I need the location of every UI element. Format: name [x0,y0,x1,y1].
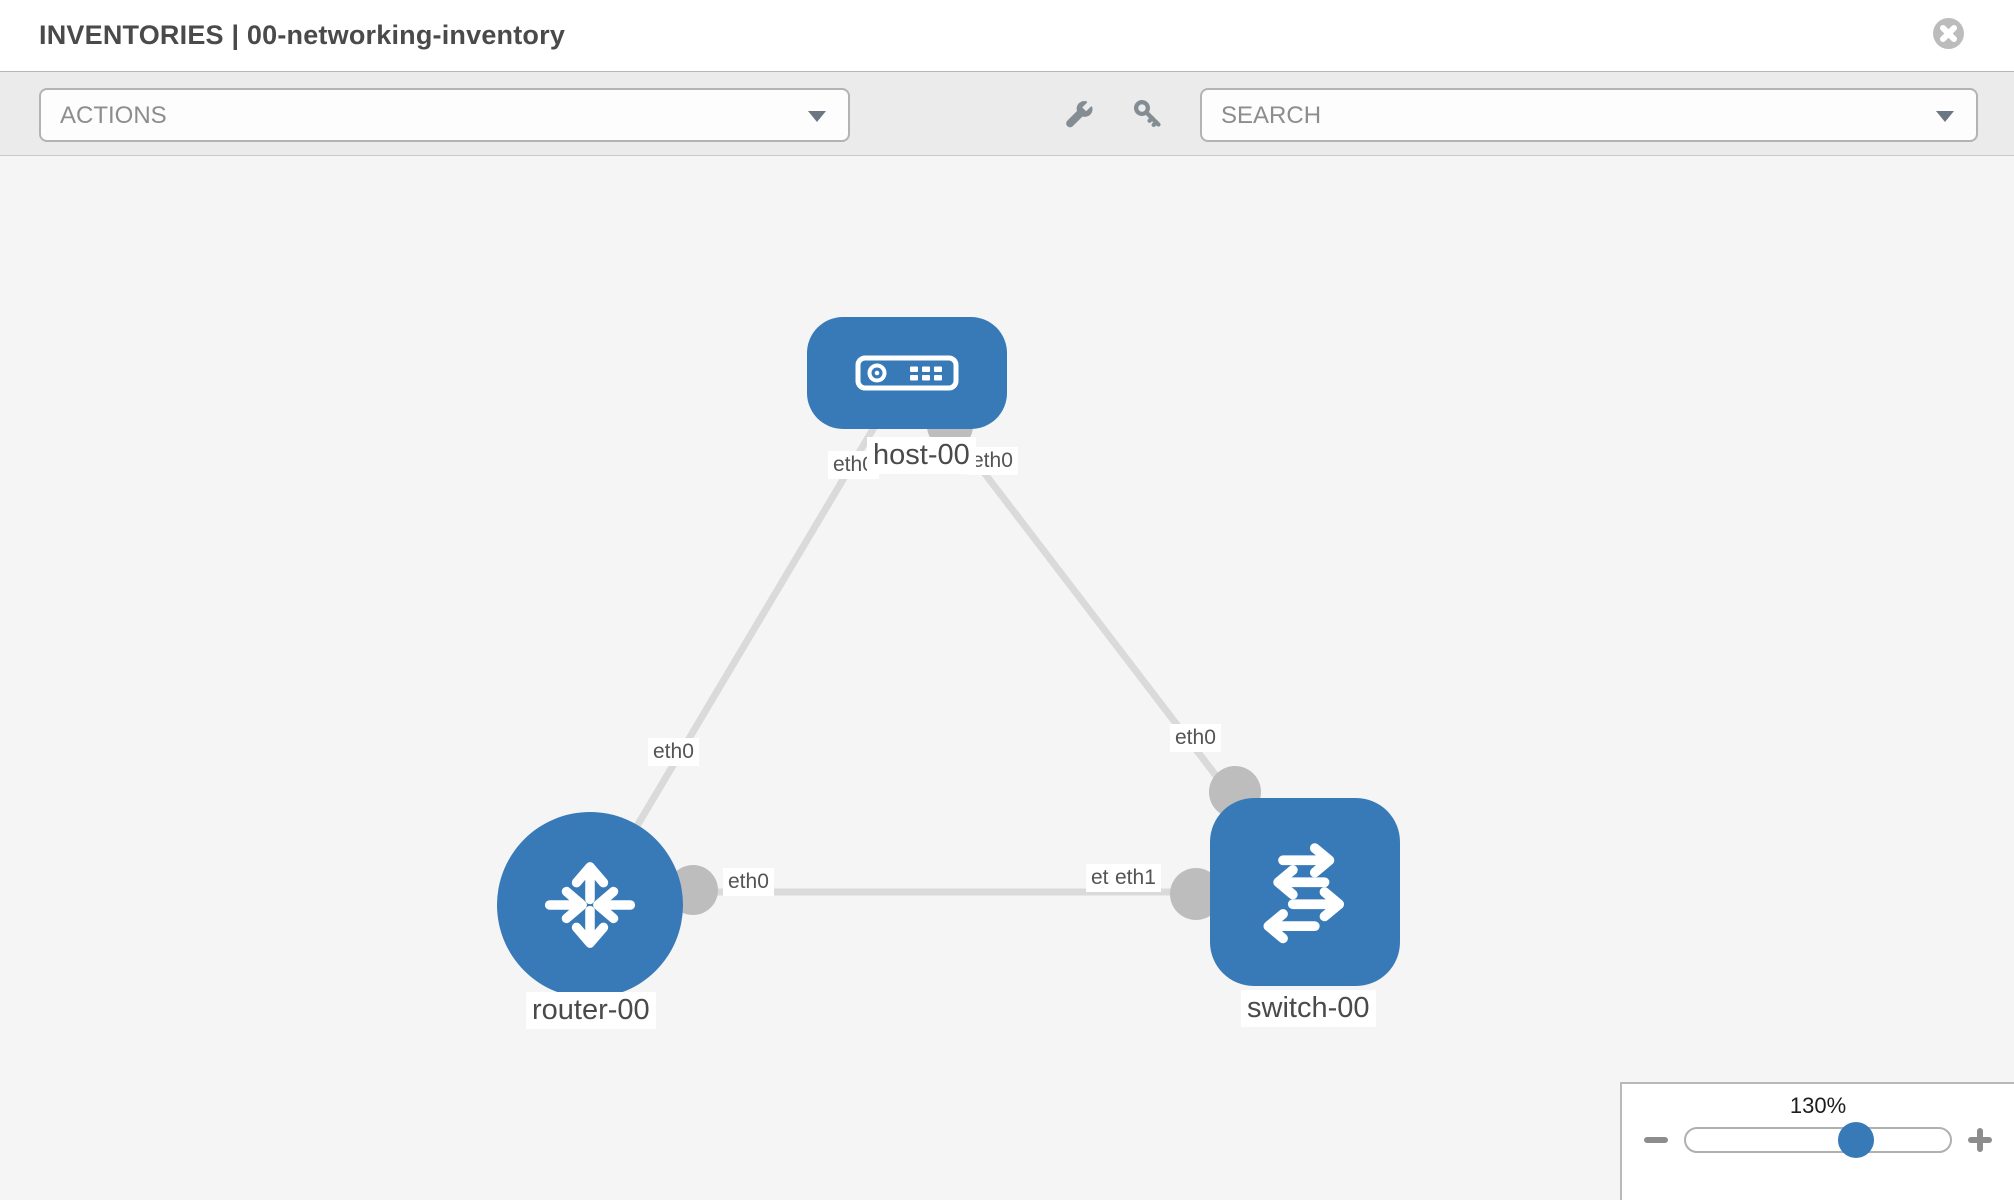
zoom-in-button[interactable] [1967,1127,1993,1153]
close-button[interactable] [1933,18,1964,49]
interface-label-switch-to-host: eth0 [1170,724,1221,752]
node-switch-00[interactable] [1210,798,1400,986]
interface-label-router-to-host: eth0 [648,738,699,766]
toolbar: ACTIONS SEARCH [0,72,2014,156]
plus-icon [1977,1128,1983,1152]
interface-circle-switch-eth1[interactable] [1170,868,1222,920]
key-icon[interactable] [1129,96,1167,134]
search-dropdown[interactable]: SEARCH [1200,88,1978,142]
chevron-down-icon [1936,111,1954,122]
page-title: INVENTORIES | 00-networking-inventory [39,20,566,50]
actions-dropdown-label: ACTIONS [60,102,167,129]
zoom-slider-track[interactable] [1684,1122,1952,1158]
header: INVENTORIES | 00-networking-inventory [0,0,2014,72]
chevron-down-icon [808,111,826,122]
zoom-controls [1622,1122,2014,1158]
node-host-00[interactable] [807,317,1007,429]
node-router-00[interactable] [497,812,683,998]
switch-icon [1263,843,1345,944]
wrench-icon[interactable] [1059,96,1097,134]
host-icon [855,355,959,391]
node-label-router: router-00 [526,992,656,1029]
links-layer [586,369,1308,920]
zoom-slider-thumb[interactable] [1838,1122,1874,1158]
zoom-level: 130% [1789,1093,1847,1118]
actions-dropdown[interactable]: ACTIONS [39,88,850,142]
close-icon [1940,25,1957,42]
search-dropdown-label: SEARCH [1221,102,1322,129]
node-label-switch: switch-00 [1241,990,1376,1027]
node-label-host: host-00 [867,437,976,474]
router-icon [544,862,636,948]
zoom-panel: 130% [1620,1082,2014,1200]
minus-icon [1644,1137,1668,1143]
interface-label-switch-to-router: eth1 [1110,864,1161,892]
interface-label-router-to-switch: eth0 [723,868,774,896]
topology-canvas[interactable]: host-00 router-00 switch-00 eth0 eth0 et… [0,156,2014,1200]
zoom-out-button[interactable] [1643,1127,1669,1153]
